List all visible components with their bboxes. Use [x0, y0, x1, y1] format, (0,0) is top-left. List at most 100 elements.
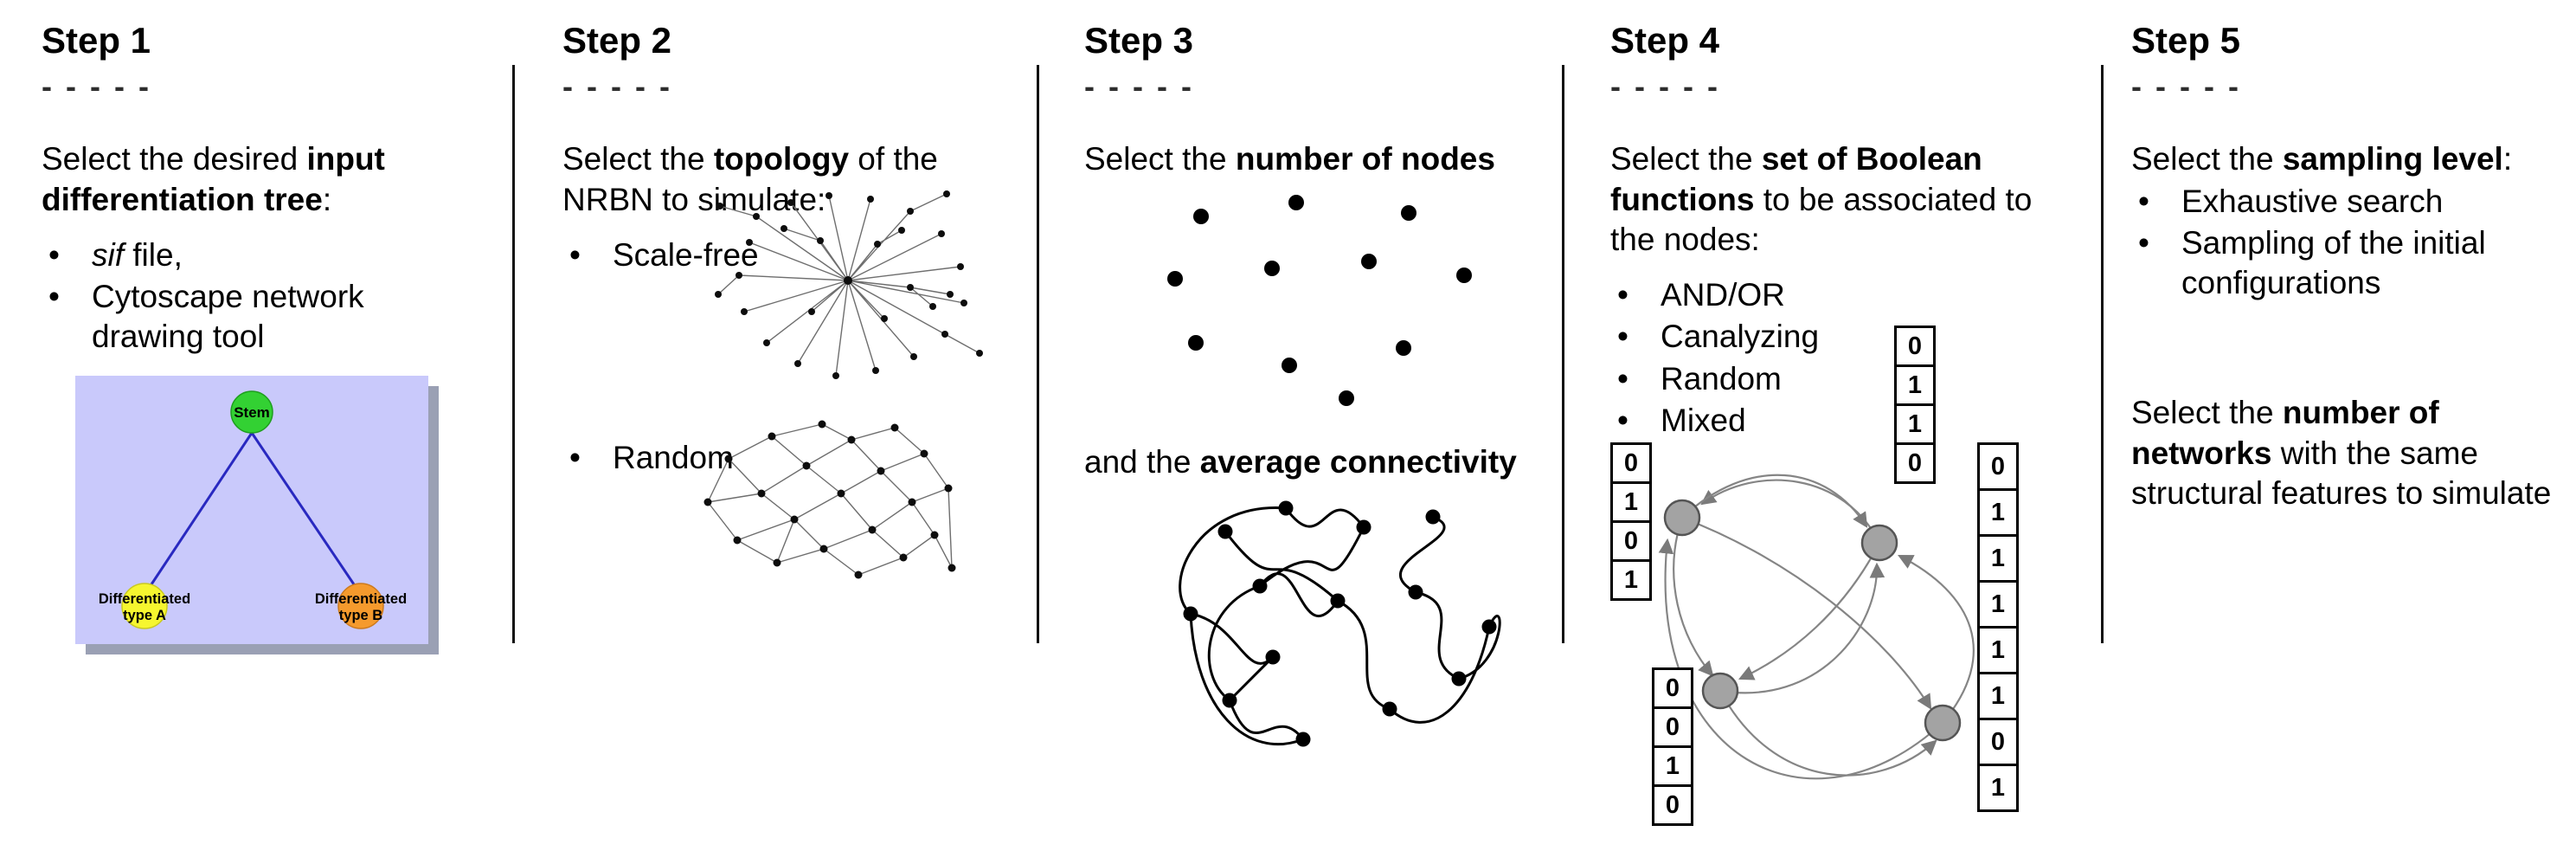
step-2-dashes: - - - - -: [562, 68, 672, 105]
step-1-title: Step 1: [42, 20, 151, 61]
text-segment: Scale-free: [613, 236, 759, 273]
step-2-instruction: Select the topology of the NRBN to simul…: [562, 139, 995, 220]
step-3-title: Step 3: [1084, 20, 1194, 61]
step-2-bullet-list: Scale-free Random: [562, 235, 995, 479]
boolean-table-top: 0 1 1 0: [1894, 326, 1936, 484]
step-4-dashes: - - - - -: [1610, 68, 1720, 105]
step-5-instruction-sampling: Select the sampling level:: [2131, 139, 2568, 179]
table-cell: 1: [1652, 745, 1693, 787]
stem-node: [230, 390, 273, 434]
tree-edges: [148, 432, 357, 588]
text-segment: Sampling of the initial configurations: [2181, 224, 2486, 301]
random-network-edges: [707, 423, 953, 576]
text-segment: AND/OR: [1661, 277, 1785, 313]
boolean-table-right: 0 1 1 1 1 1 0 1: [1977, 442, 2019, 812]
bullet-item: Mixed: [1610, 401, 2069, 442]
scattered-dots: [1167, 195, 1472, 406]
random-network-nodes: [703, 420, 956, 579]
bullet-item: Cytoscape network drawing tool: [42, 277, 474, 358]
table-cell: 0: [1652, 706, 1693, 748]
text-segment: Select the: [562, 141, 714, 177]
table-cell: 1: [1977, 764, 2019, 812]
step-5-instruction-networks: Select the number of networks with the s…: [2131, 393, 2568, 513]
type-b-node: [337, 583, 384, 629]
table-cell: 0: [1610, 442, 1652, 484]
table-cell: 1: [1894, 364, 1936, 406]
table-cell: 0: [1652, 667, 1693, 709]
scale-free-nodes: [715, 190, 983, 379]
text-segment: and the: [1084, 444, 1200, 480]
text-segment: of the NRBN to simulate:: [562, 141, 938, 217]
step-5-bullet-list: Exhaustive search Sampling of the initia…: [2131, 182, 2568, 304]
stem-label: Stem: [234, 404, 270, 421]
table-cell: 0: [1894, 442, 1936, 484]
step-4-column: Step 4 - - - - - Select the set of Boole…: [1610, 20, 2069, 851]
table-cell: 1: [1977, 626, 2019, 674]
type-a-label-line1: Differentiated: [99, 591, 190, 607]
text-segment: Select the: [2131, 141, 2283, 177]
step-4-bullet-list: AND/OR Canalyzing Random Mixed: [1610, 275, 2069, 441]
step-5-dashes: - - - - -: [2131, 68, 2241, 105]
step-1-instruction: Select the desired input differentiation…: [42, 139, 474, 220]
column-divider: [1562, 65, 1564, 643]
bullet-item: Canalyzing: [1610, 317, 2069, 358]
scale-free-edges: [717, 193, 980, 377]
table-cell: 1: [1977, 580, 2019, 629]
text-segment: :: [2502, 141, 2513, 177]
table-cell: 1: [1894, 403, 1936, 445]
text-segment: to be associated to the nodes:: [1610, 181, 2033, 257]
text-segment: Exhaustive search: [2181, 183, 2444, 219]
scattered-nodes-figure: [1167, 195, 1472, 406]
table-cell: 1: [1977, 534, 2019, 583]
text-segment: Select the desired: [42, 141, 307, 177]
boolean-table-left: 0 1 0 1: [1610, 442, 1652, 601]
table-cell: 1: [1610, 559, 1652, 601]
bullet-item: Sampling of the initial configurations: [2131, 223, 2568, 304]
text-segment-bold: average connectivity: [1199, 444, 1517, 480]
step-4-instruction: Select the set of Boolean functions to b…: [1610, 139, 2060, 260]
bullet-item: Random: [1610, 359, 2069, 400]
text-segment: file,: [124, 236, 183, 273]
step-5-title: Step 5: [2131, 20, 2241, 61]
connectivity-tangle-figure: [1179, 500, 1501, 747]
text-segment-bold: sampling level: [2282, 141, 2503, 177]
text-segment: Mixed: [1661, 402, 1746, 438]
table-cell: 0: [1977, 442, 2019, 491]
text-segment: with the same structural features to sim…: [2131, 435, 2552, 511]
text-segment-bold: number of nodes: [1235, 141, 1495, 177]
table-cell: 0: [1894, 326, 1936, 367]
scale-free-network-figure: [715, 190, 983, 379]
text-segment: Select the: [1610, 141, 1762, 177]
table-cell: 1: [1977, 488, 2019, 537]
text-segment-bold: number of networks: [2131, 395, 2439, 471]
bullet-item: Exhaustive search: [2131, 182, 2568, 222]
column-divider: [1037, 65, 1039, 643]
step-5-column: Step 5 - - - - - Select the sampling lev…: [2131, 20, 2568, 513]
step-3-column: Step 3 - - - - - Select the number of no…: [1084, 20, 1556, 747]
text-segment: Cytoscape network drawing tool: [92, 279, 364, 355]
table-cell: 0: [1977, 718, 2019, 766]
step-1-dashes: - - - - -: [42, 68, 151, 105]
step-1-column: Step 1 - - - - - Select the desired inpu…: [42, 20, 474, 654]
boolean-network-nodes: [1663, 499, 1962, 742]
text-segment-bold: set of Boolean functions: [1610, 141, 1982, 217]
type-a-label-line2: type A: [123, 608, 166, 623]
bullet-item-random: Random: [562, 438, 995, 479]
type-a-node: [121, 583, 168, 629]
text-segment: Canalyzing: [1661, 319, 1820, 355]
boolean-network-figure: 0 1 1 0 0 1 0 1 0 0 1 0 0 1 1 1: [1610, 326, 2027, 851]
text-segment: Random: [1661, 360, 1782, 396]
random-network-figure: [703, 420, 956, 579]
differentiation-tree-figure: Stem Differentiated type A Differentiate…: [75, 376, 439, 654]
table-cell: 0: [1652, 784, 1693, 826]
text-segment-bold: topology: [713, 141, 850, 177]
step-4-title: Step 4: [1610, 20, 1720, 61]
step-1-bullet-list: sif file, Cytoscape network drawing tool: [42, 235, 474, 358]
step-2-column: Step 2 - - - - - Select the topology of …: [562, 20, 995, 579]
column-divider: [512, 65, 515, 643]
bullet-item: AND/OR: [1610, 275, 2069, 316]
text-segment: Random: [613, 440, 734, 476]
boolean-network-graph: [1658, 474, 1975, 780]
text-segment-bold: input differentiation tree: [42, 141, 385, 217]
